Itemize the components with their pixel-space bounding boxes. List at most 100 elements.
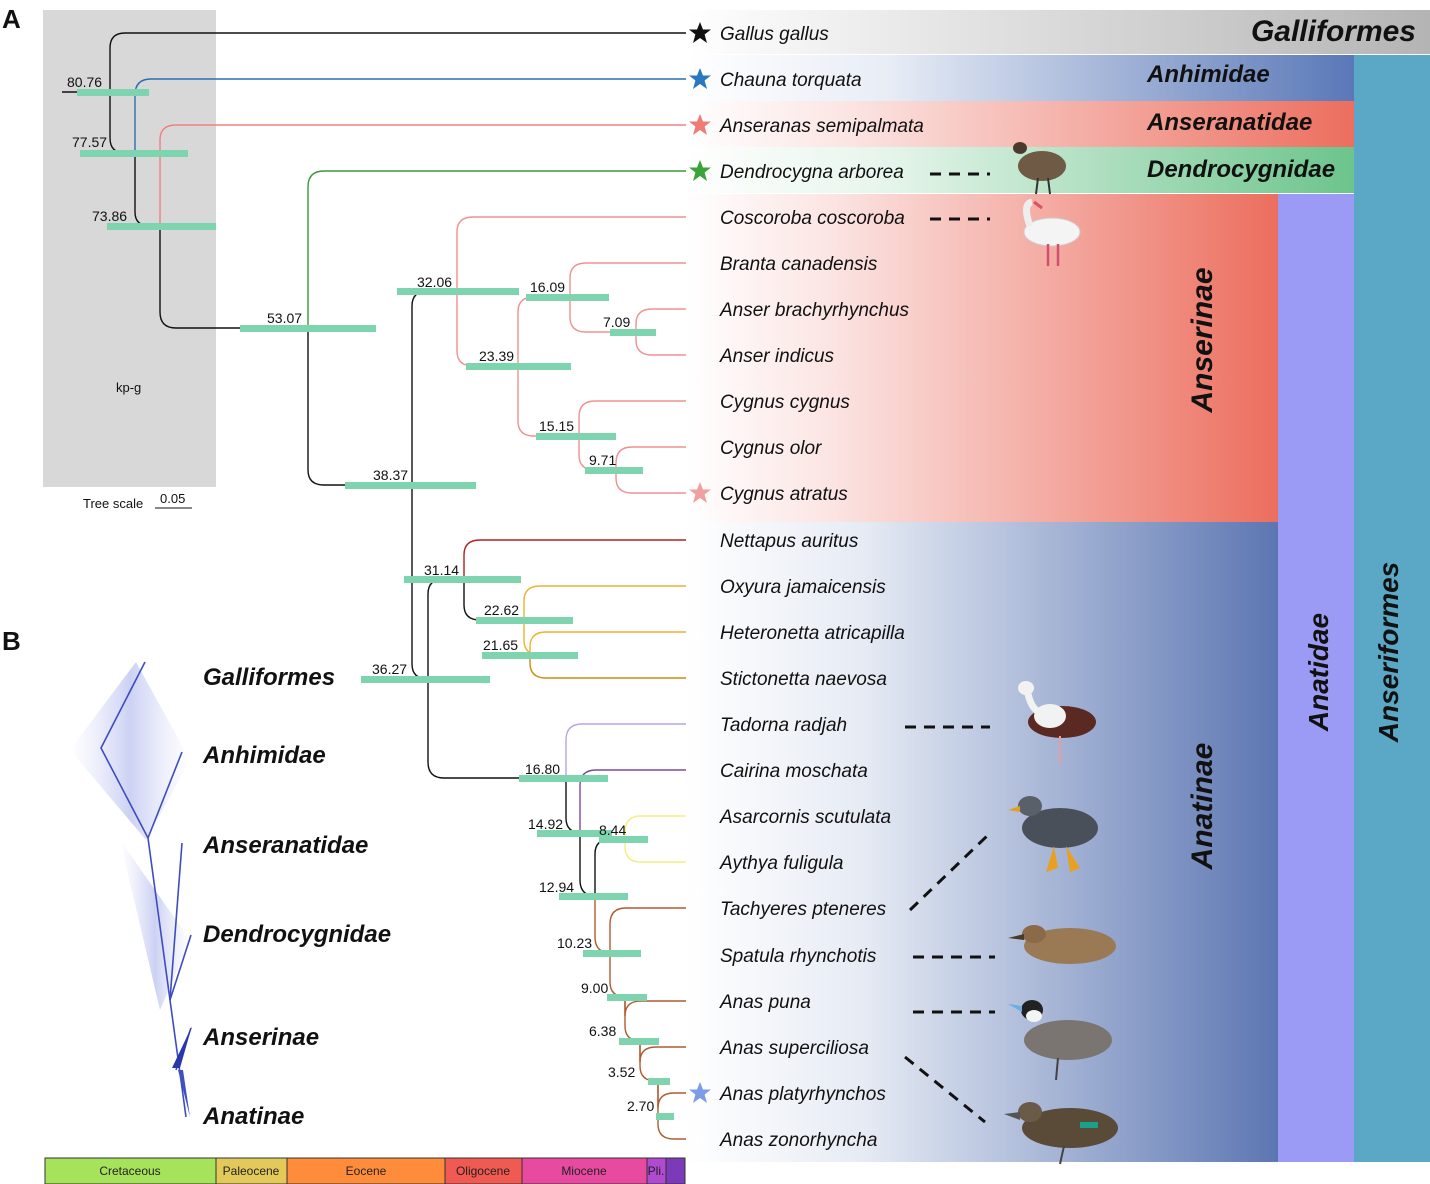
anseranatidae-band (686, 101, 1354, 147)
era-oligocene (444, 1157, 523, 1184)
anatidae-label: Anatidae (1303, 613, 1334, 732)
node-age: 22.62 (484, 602, 519, 618)
node-age: 9.71 (589, 452, 616, 468)
kpg-label: kp-g (116, 380, 141, 395)
taxon-label: Coscoroba coscoroba (720, 208, 905, 229)
anseriformes-bar (1354, 55, 1430, 1162)
node-age: 77.57 (72, 134, 107, 150)
blue-billed-teal-picture (1008, 925, 1116, 964)
taxon-label: Anser indicus (719, 346, 835, 367)
node-bars (77, 89, 674, 1120)
taxon-label: Gallus gallus (720, 24, 829, 45)
taxon-label: Anseranas semipalmata (719, 116, 924, 137)
star-icon (689, 68, 711, 89)
node-age: 15.15 (539, 418, 574, 434)
taxon-label: Anas superciliosa (719, 1038, 869, 1059)
anatinae-label: Anatinae (1186, 743, 1219, 871)
taxon-label: Anas zonorhyncha (719, 1130, 877, 1151)
anatidae-bar (1278, 194, 1354, 1162)
star-icon (689, 1082, 711, 1103)
taxon-label: Aythya fuligula (719, 853, 843, 874)
node-age: 12.94 (539, 879, 574, 895)
steamer-duck-picture (1008, 796, 1098, 872)
taxon-label: Anas puna (719, 992, 811, 1013)
era-label: Oligocene (456, 1164, 510, 1178)
node-age: 3.52 (608, 1064, 635, 1080)
era-label: Cretaceous (99, 1164, 160, 1178)
node-age: 36.27 (372, 661, 407, 677)
panel-b-label-anseranatidae: Anseranatidae (202, 832, 368, 859)
node-age: 6.38 (589, 1023, 616, 1039)
panel-b-label-dendrocygnidae: Dendrocygnidae (203, 921, 391, 948)
node-age: 31.14 (424, 562, 459, 578)
node-age: 9.00 (581, 980, 608, 996)
taxon-label: Anas platyrhynchos (719, 1084, 886, 1105)
tree-scale-label: Tree scale (83, 496, 143, 511)
taxon-label: Branta canadensis (720, 254, 878, 275)
node-age: 16.09 (530, 279, 565, 295)
geologic-timescale: Cretaceous Paleocene Eocene Oligocene Mi… (44, 1157, 686, 1184)
taxon-label: Nettapus auritus (720, 531, 859, 552)
anhimidae-band (686, 55, 1354, 101)
anserinae-band (686, 194, 1278, 522)
puna-teal-picture (1008, 1000, 1112, 1081)
node-age: 7.09 (603, 314, 630, 330)
era-label: Eocene (346, 1164, 387, 1178)
taxon-label: Asarcornis scutulata (719, 807, 891, 828)
panel-b-label-galliformes: Galliformes (203, 664, 335, 691)
whistling-duck-picture (1013, 142, 1066, 195)
star-icon (689, 114, 711, 135)
panel-b-label-anserinae: Anserinae (202, 1024, 319, 1051)
taxon-label: Anser brachyrhynchus (719, 300, 910, 321)
anserinae-label: Anserinae (1186, 267, 1219, 413)
pacific-black-duck-picture (1004, 1102, 1118, 1165)
panel-b-label: B (2, 626, 21, 656)
taxon-label: Cairina moschata (720, 761, 868, 782)
taxon-label: Cygnus cygnus (720, 392, 850, 413)
coscoroba-swan-picture (1023, 198, 1081, 266)
taxon-label: Oxyura jamaicensis (720, 577, 886, 598)
era-quaternary (665, 1157, 686, 1184)
era-cretaceous (44, 1157, 217, 1184)
era-label: Miocene (561, 1164, 607, 1178)
node-age: 8.44 (599, 822, 626, 838)
taxon-label: Chauna torquata (720, 70, 862, 91)
genome-stars (689, 22, 711, 1103)
dendrocygnidae-label: Dendrocygnidae (1147, 156, 1335, 183)
panel-b-label-anhimidae: Anhimidae (202, 742, 326, 769)
taxon-label: Spatula rhynchotis (720, 946, 877, 967)
node-age: 53.07 (267, 310, 302, 326)
galliformes-label: Galliformes (1251, 15, 1416, 48)
node-age: 10.23 (557, 935, 592, 951)
taxon-label: Cygnus atratus (720, 484, 848, 505)
node-age: 2.70 (627, 1098, 654, 1114)
taxon-label: Tadorna radjah (720, 715, 847, 736)
node-age: 23.39 (479, 348, 514, 364)
node-age: 14.92 (528, 816, 563, 832)
node-age: 38.37 (373, 467, 408, 483)
star-icon (689, 482, 711, 503)
star-icon (689, 160, 711, 181)
taxon-label: Cygnus olor (720, 438, 822, 459)
node-age: 80.76 (67, 74, 102, 90)
era-label: Paleocene (223, 1164, 280, 1178)
tree-scale-value: 0.05 (160, 491, 185, 506)
taxon-labels: Gallus gallus Chauna torquata Anseranas … (719, 24, 924, 1151)
era-label: Pli. (648, 1164, 665, 1178)
panel-b-tree (70, 661, 192, 1118)
panel-a-label: A (2, 4, 21, 34)
node-age: 16.80 (525, 761, 560, 777)
node-age: 73.86 (92, 208, 127, 224)
taxon-label: Dendrocygna arborea (720, 162, 904, 183)
anseriformes-label: Anseriformes (1373, 562, 1404, 744)
shelduck-picture (1018, 681, 1096, 764)
taxon-label: Tachyeres pteneres (720, 899, 887, 920)
taxon-label: Stictonetta naevosa (720, 669, 887, 690)
star-icon (689, 22, 711, 43)
node-age: 21.65 (483, 637, 518, 653)
panel-b-clade-labels: Galliformes Anhimidae Anseranatidae Dend… (202, 664, 391, 1130)
picture-connectors (904, 172, 995, 1124)
anhimidae-label: Anhimidae (1146, 61, 1270, 88)
anseranatidae-label: Anseranatidae (1146, 109, 1312, 136)
